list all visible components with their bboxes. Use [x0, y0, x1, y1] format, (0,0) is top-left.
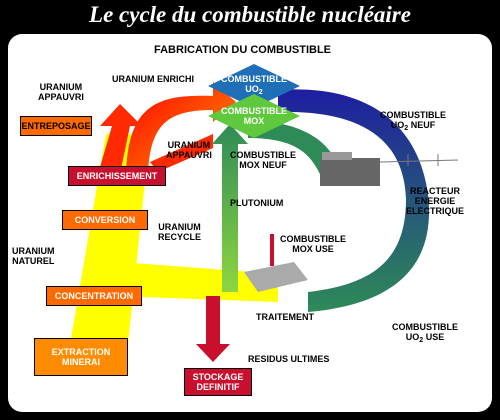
mox-diamond	[208, 94, 300, 138]
fabrication-heading: FABRICATION DU COMBUSTIBLE	[154, 44, 332, 56]
plutonium-flow	[212, 124, 248, 292]
uo2-use-sub: 2	[419, 337, 424, 344]
uranium-enrichi-label: URANIUM ENRICHI	[112, 74, 194, 84]
uo2-label-2: UO2	[245, 84, 262, 98]
extraction-box: EXTRACTION MINERAI	[34, 338, 128, 376]
extraction-label-2: MINERAI	[62, 357, 100, 367]
stockage-label-2: DEFINITIF	[196, 382, 240, 392]
treatment-plant-icon	[244, 234, 308, 292]
plutonium-label: PLUTONIUM	[230, 198, 284, 208]
mox-fuel-label: COMBUSTIBLE MOX	[214, 104, 294, 128]
uranium-naturel-label: URANIUM NATUREL	[12, 246, 55, 266]
uranium-appauvri-b-line2: APPAUVRI	[166, 150, 212, 160]
uo2-use-line2: UO	[405, 332, 420, 342]
uo2-use-line1: COMBUSTIBLE	[392, 322, 458, 332]
uo2-label-2-sub: 2	[258, 89, 263, 96]
mox-use-label: COMBUSTIBLE MOX USE	[280, 234, 346, 254]
page-title: Le cycle du combustible nucléaire	[89, 2, 411, 27]
uo2-neuf-label: COMBUSTIBLE UO2 NEUF	[380, 110, 446, 134]
uranium-appauvri-b-line1: URANIUM	[167, 140, 211, 150]
uo2-fuel-label: COMBUSTIBLE UO2	[214, 74, 294, 98]
uranium-appauvri-label: URANIUM APPAUVRI	[38, 82, 84, 102]
uo2-neuf-line1: COMBUSTIBLE	[380, 110, 446, 120]
uo2-neuf-line2: UO	[390, 120, 405, 130]
uranium-naturel-line1: URANIUM	[12, 246, 55, 256]
blue-green-loop	[278, 89, 430, 312]
traitement-label: TRAITEMENT	[256, 312, 314, 322]
uranium-appauvri-line2: APPAUVRI	[38, 92, 84, 102]
uranium-appauvri-line1: URANIUM	[39, 82, 83, 92]
residus-flow	[196, 296, 230, 362]
uo2-use-label: COMBUSTIBLE UO2 USE	[392, 322, 458, 346]
uo2-use-line3: USE	[423, 332, 445, 342]
uranium-naturel-line2: NATUREL	[12, 256, 55, 266]
reacteur-line2: ENERGIE	[414, 196, 456, 206]
uranium-appauvri-b-label: URANIUM APPAUVRI	[166, 140, 212, 160]
mox-label-2: MOX	[243, 116, 265, 126]
diagram-panel: FABRICATION DU COMBUSTIBLE ENTREPOSAGE E…	[8, 34, 492, 412]
reacteur-label: REACTEUR ENERGIE ELECTRIQUE	[406, 186, 464, 216]
reactor-icon	[320, 152, 459, 186]
uo2-neuf-line3: NEUF	[408, 120, 436, 130]
reacteur-line1: REACTEUR	[410, 186, 461, 196]
mox-use-line2: MOX USE	[292, 244, 334, 254]
green-mox-flow	[248, 120, 338, 174]
stockage-label-1: STOCKAGE	[192, 372, 244, 382]
uo2-diamond	[208, 64, 300, 108]
enrichissement-box: ENRICHISSEMENT	[68, 166, 166, 186]
extraction-label-1: EXTRACTION	[51, 347, 111, 357]
residus-label: RESIDUS ULTIMES	[248, 354, 330, 364]
entreposage-box: ENTREPOSAGE	[20, 116, 92, 136]
uo2-neuf-sub: 2	[404, 125, 409, 132]
mox-neuf-label: COMBUSTIBLE MOX NEUF	[230, 150, 296, 170]
red-flow-enrichi	[126, 82, 236, 174]
stockage-box: STOCKAGE DEFINITIF	[184, 368, 252, 396]
mox-neuf-line1: COMBUSTIBLE	[230, 150, 296, 160]
uranium-recycle-line2: RECYCLE	[158, 232, 202, 242]
uranium-recycle-label: URANIUM RECYCLE	[158, 222, 201, 242]
concentration-box: CONCENTRATION	[46, 286, 142, 306]
uranium-recycle-line1: URANIUM	[158, 222, 201, 232]
mox-label-1: COMBUSTIBLE	[221, 106, 287, 116]
uo2-label-1: COMBUSTIBLE	[221, 74, 287, 84]
red-flow-appauvri-2	[150, 134, 213, 172]
uo2-label-2-text: UO	[245, 84, 259, 94]
mox-use-line1: COMBUSTIBLE	[280, 234, 346, 244]
red-flow-appauvri	[98, 104, 142, 174]
reacteur-line3: ELECTRIQUE	[406, 206, 465, 216]
mox-neuf-line2: MOX NEUF	[239, 160, 287, 170]
conversion-box: CONVERSION	[62, 210, 148, 230]
